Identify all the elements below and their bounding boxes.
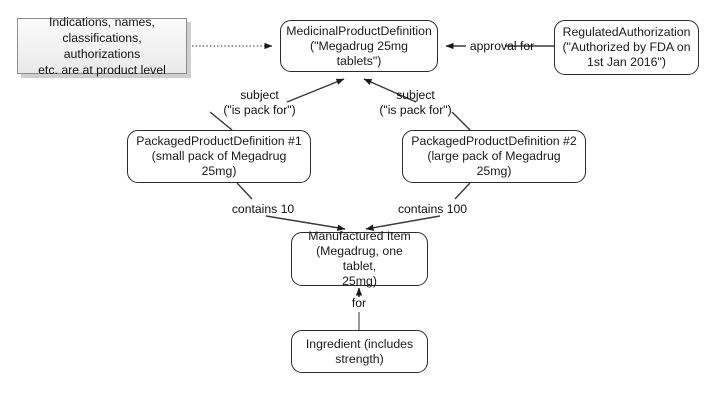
- node-label: Ingredient (includes strength): [305, 336, 414, 366]
- node-label: PackagedProductDefinition #2 (large pack…: [411, 134, 577, 178]
- edge-label-for: for: [351, 296, 367, 310]
- node-label: PackagedProductDefinition #1 (small pack…: [136, 134, 302, 178]
- node-medicinal-product-definition[interactable]: MedicinalProductDefinition ("Megadrug 25…: [280, 20, 438, 72]
- node-label: RegulatedAuthorization ("Authorized by F…: [562, 25, 691, 69]
- note-text: Indications, names, classifications, aut…: [38, 15, 166, 77]
- node-manufactured-item[interactable]: Manufactured Item (Megadrug, one tablet,…: [291, 229, 428, 288]
- edge-label-subject-left: subject ("is pack for"): [223, 88, 296, 117]
- edge-label-subject-right: subject ("is pack for"): [379, 88, 452, 117]
- node-label: MedicinalProductDefinition ("Megadrug 25…: [286, 23, 432, 68]
- edge-pack2-to-product: [363, 78, 471, 131]
- node-label: Manufactured Item (Megadrug, one tablet,…: [308, 229, 411, 288]
- note-product-level: Indications, names, classifications, aut…: [17, 15, 187, 77]
- edge-pack2-to-item: [365, 182, 471, 231]
- edge-label-approval-for: approval for: [469, 39, 535, 53]
- edge-label-contains-100: contains 100: [397, 202, 468, 216]
- edge-label-contains-10: contains 10: [231, 202, 295, 216]
- node-packaged-product-definition-1[interactable]: PackagedProductDefinition #1 (small pack…: [127, 130, 311, 183]
- node-packaged-product-definition-2[interactable]: PackagedProductDefinition #2 (large pack…: [402, 130, 586, 183]
- node-regulated-authorization[interactable]: RegulatedAuthorization ("Authorized by F…: [554, 20, 699, 75]
- edge-pack1-to-item: [236, 182, 346, 231]
- edge-pack1-to-product: [209, 78, 345, 131]
- node-ingredient[interactable]: Ingredient (includes strength): [291, 330, 428, 373]
